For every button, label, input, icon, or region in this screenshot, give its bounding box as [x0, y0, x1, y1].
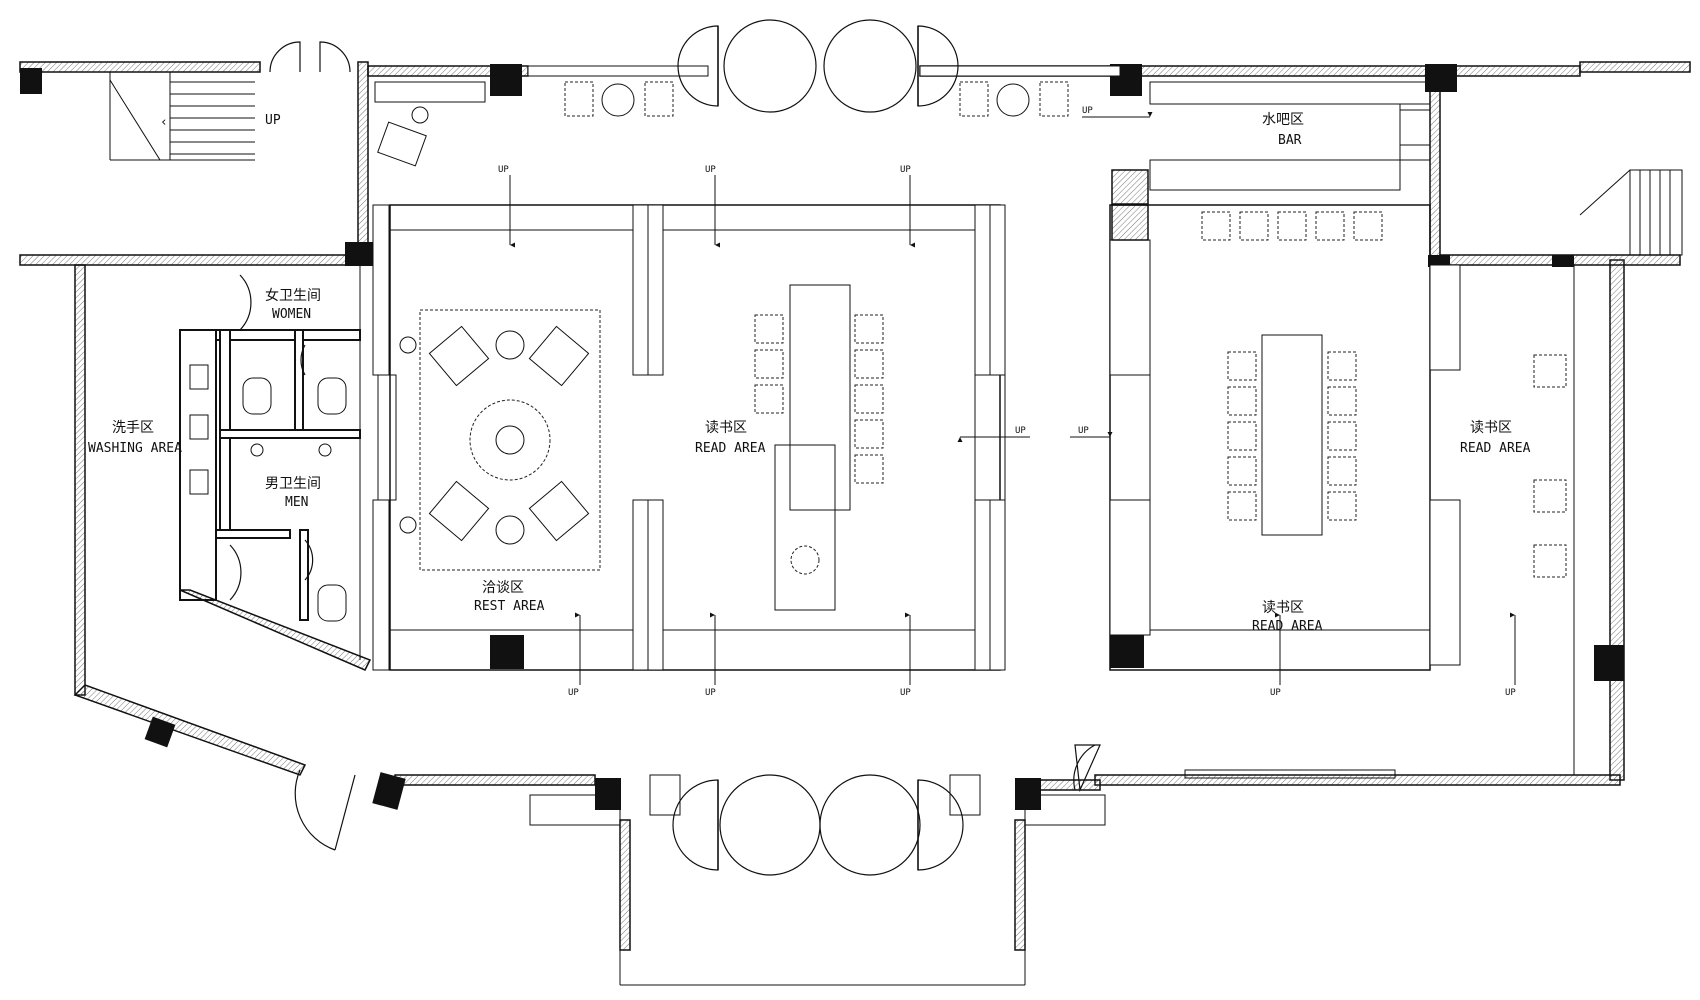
rest-label-cn: 洽谈区	[482, 580, 524, 596]
read-right-chairs	[1227, 351, 1357, 521]
up-label-bottom-5: UP	[1505, 688, 1516, 698]
up-label-top-2: UP	[705, 165, 716, 175]
rest-label-en: REST AREA	[474, 599, 545, 614]
men-label-en: MEN	[285, 495, 308, 510]
up-label-bar: UP	[1082, 106, 1093, 116]
up-label-left-mid: UP	[1015, 426, 1026, 436]
outer-walls	[19, 61, 1691, 810]
up-label-right-mid: UP	[1078, 426, 1089, 436]
up-markers: UP UP UP UP UP UP UP UP UP UP UP	[498, 106, 1516, 698]
up-label-bottom-2: UP	[705, 688, 716, 698]
bar-label-en: BAR	[1278, 133, 1302, 148]
left-hall: 洽谈区 REST AREA 读书区 READ AREA	[372, 81, 1069, 671]
washing-label-cn: 洗手区	[112, 420, 154, 436]
washing-label-en: WASHING AREA	[88, 441, 182, 456]
up-label-bottom-1: UP	[568, 688, 579, 698]
lower-left-door	[294, 769, 356, 851]
stair-up-label: UP	[265, 113, 281, 128]
right-stair-treads	[1639, 170, 1671, 255]
women-label-cn: 女卫生间	[265, 287, 321, 304]
right-hall: 水吧区 BAR 读书区 READ AREA 读书区 READ	[1073, 81, 1683, 793]
up-label-bottom-3: UP	[900, 688, 911, 698]
read-right-label-cn: 读书区	[1470, 419, 1512, 436]
read-mid-label-en: READ AREA	[1252, 619, 1323, 634]
toilet-block: 女卫生间 WOMEN 男卫生间 MEN 洗手区 WASHING AREA	[88, 265, 372, 671]
read-left-chairs	[754, 314, 884, 484]
read-left-label-cn: 读书区	[705, 419, 747, 436]
stair-arrow-icon: ‹	[160, 115, 168, 130]
bottom-entrance	[529, 774, 1106, 986]
read-right-label-en: READ AREA	[1460, 441, 1531, 456]
top-entrance	[527, 19, 1121, 113]
stair-top-left: ‹ UP	[109, 41, 351, 161]
women-label-en: WOMEN	[272, 307, 311, 322]
men-label-cn: 男卫生间	[265, 476, 321, 492]
up-label-bottom-4: UP	[1270, 688, 1281, 698]
bar-label-cn: 水吧区	[1262, 112, 1304, 128]
up-label-top-3: UP	[900, 165, 911, 175]
up-label-top-1: UP	[498, 165, 509, 175]
stair-treads	[170, 81, 255, 155]
read-left-label-en: READ AREA	[695, 441, 766, 456]
read-mid-label-cn: 读书区	[1262, 599, 1304, 616]
